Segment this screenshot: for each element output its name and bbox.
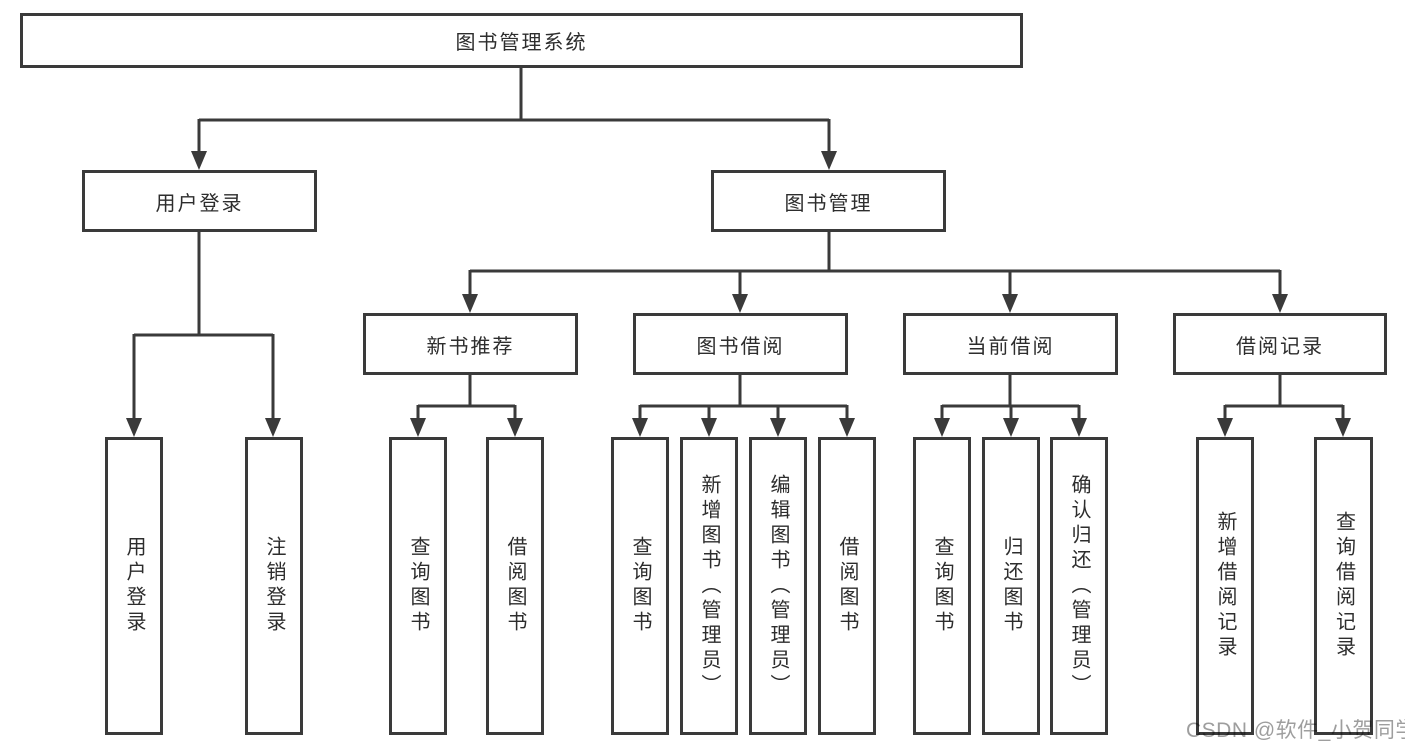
node-edit-books-admin: 编辑图书（管理员） [749,437,807,735]
node-user-login-leaf: 用户登录 [105,437,163,735]
node-query-books-current: 查询图书 [913,437,971,735]
arrowheads [126,151,1351,437]
watermark: CSDN @软件_小贺同学 [1186,719,1405,742]
node-query-borrow-record: 查询借阅记录 [1314,437,1373,735]
node-return-books: 归还图书 [982,437,1040,735]
node-logout: 注销登录 [245,437,303,735]
node-confirm-return-admin: 确认归还（管理员） [1050,437,1108,735]
node-query-books-borrow: 查询图书 [611,437,669,735]
node-root: 图书管理系统 [20,13,1023,68]
node-borrow-books-recommend: 借阅图书 [486,437,544,735]
node-borrow-books: 借阅图书 [818,437,876,735]
node-user-login-branch: 用户登录 [82,170,317,232]
node-book-borrowing: 图书借阅 [633,313,848,375]
node-query-books-recommend: 查询图书 [389,437,447,735]
node-add-borrow-record: 新增借阅记录 [1196,437,1254,735]
node-borrow-records: 借阅记录 [1173,313,1387,375]
node-add-books-admin: 新增图书（管理员） [680,437,738,735]
node-current-borrowing: 当前借阅 [903,313,1118,375]
node-book-management-branch: 图书管理 [711,170,946,232]
node-new-book-recommend: 新书推荐 [363,313,578,375]
